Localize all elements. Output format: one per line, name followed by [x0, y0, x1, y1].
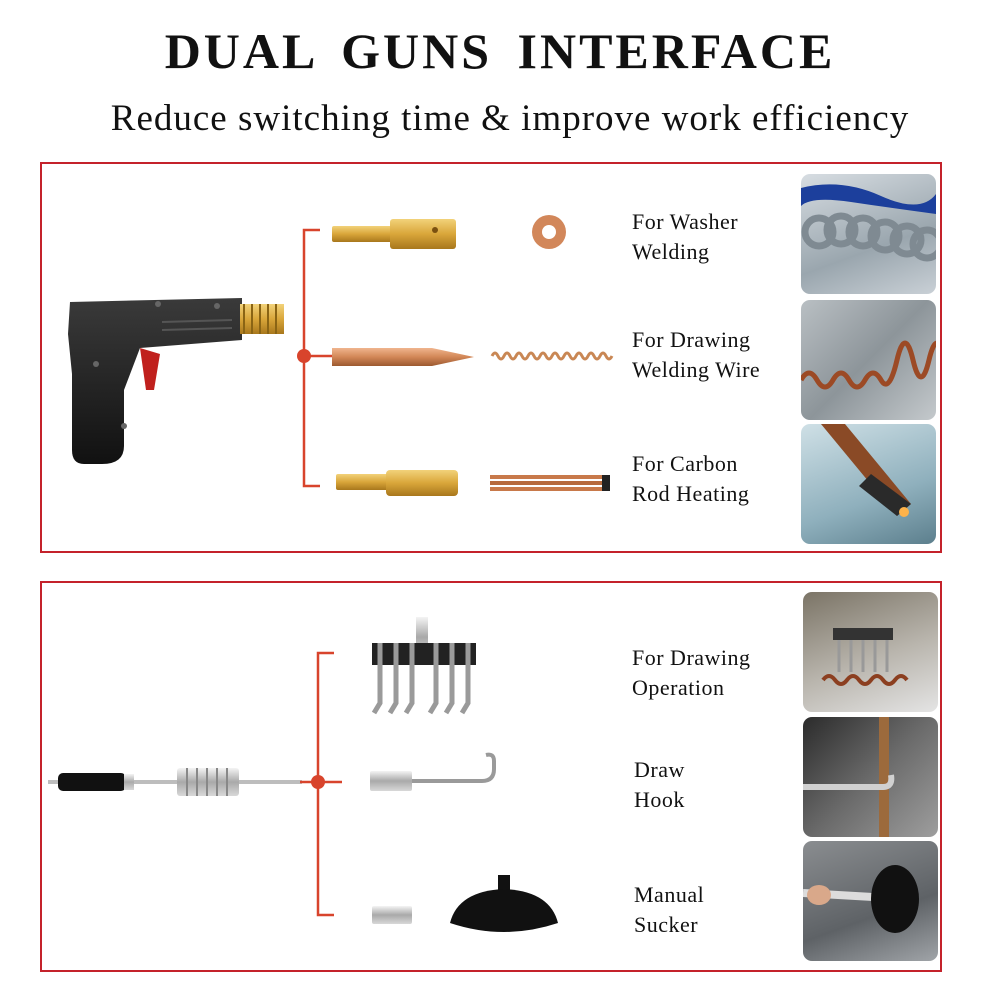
welding-gun-diagram [68, 215, 614, 496]
wire-drawing-tip-icon [332, 348, 474, 366]
carbon-rod-label: For Carbon Rod Heating [632, 451, 750, 506]
page-title: DUAL GUNS INTERFACE [164, 23, 836, 79]
welding-gun-panel: For Washer Welding For Drawing Welding W… [40, 162, 942, 553]
slide-hammer-icon [48, 768, 302, 796]
wire-drawing-photo [801, 300, 936, 420]
draw-hook-photo [803, 717, 938, 837]
dent-puller-panel: For Drawing Operation Draw Hook Manual S… [40, 581, 942, 972]
connector-bracket [300, 651, 342, 917]
washer-welding-label: For Washer Welding [632, 209, 739, 264]
washer-welding-photo [801, 174, 936, 294]
welding-gun-icon [68, 298, 284, 464]
welding-wire-icon [490, 351, 614, 361]
manual-sucker-label: Manual Sucker [634, 882, 705, 937]
carbon-rod-tip-icon [336, 470, 458, 496]
sucker-adapter-icon [372, 906, 412, 924]
suction-cup-icon [450, 875, 558, 932]
wire-drawing-label: For Drawing Welding Wire [632, 327, 761, 382]
manual-sucker-photo [803, 841, 938, 961]
draw-hook-icon [370, 752, 496, 791]
page-subtitle: Reduce switching time & improve work eff… [110, 98, 910, 139]
drawing-operation-photo [803, 592, 938, 712]
washer-welding-tip-icon [332, 219, 456, 249]
draw-hook-label: Draw Hook [634, 757, 685, 812]
dent-puller-diagram [48, 617, 558, 932]
washer-icon [532, 215, 566, 249]
drawing-operation-label: For Drawing Operation [632, 645, 751, 700]
drawing-claw-icon [371, 617, 476, 715]
connector-bracket [297, 228, 332, 488]
carbon-rod-photo [801, 424, 936, 544]
carbon-rods-icon [490, 475, 610, 491]
